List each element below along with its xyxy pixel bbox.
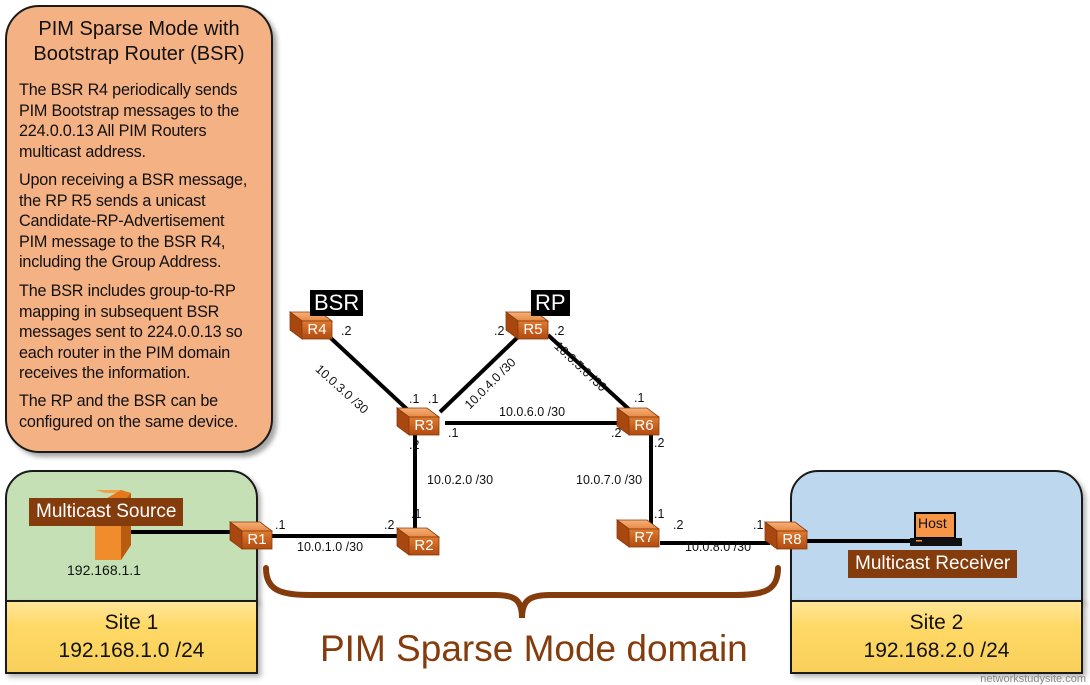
if-r5-right: .2 xyxy=(554,324,565,338)
info-line: PIM Bootstrap messages to the xyxy=(19,101,240,120)
info-line: configured on the same device. xyxy=(19,412,238,431)
router-label-r8: R8 xyxy=(782,531,802,548)
info-line: Candidate-RP-Advertisement xyxy=(19,212,225,230)
router-label-r1: R1 xyxy=(247,531,267,548)
info-title: PIM Sparse Mode with Bootstrap Router (B… xyxy=(7,17,271,67)
link-r3-r4 xyxy=(318,326,412,414)
if-r3-to-r2: .2 xyxy=(409,438,420,452)
multicast-source-label: Multicast Source xyxy=(29,498,184,526)
watermark: networkstudysite.com xyxy=(980,673,1086,685)
if-r6-to-r5: .1 xyxy=(634,391,645,405)
info-line: PIM message to the BSR R4, xyxy=(19,232,226,251)
if-r3-to-r5: .1 xyxy=(428,392,439,406)
link-label-r2-r3: 10.0.2.0 /30 xyxy=(427,473,494,487)
info-paragraph: Upon receiving a BSR message, the RP R5 … xyxy=(19,170,271,273)
bsr-badge: BSR xyxy=(310,290,364,316)
if-r3-to-r4: .1 xyxy=(409,392,420,406)
if-r7-to-r8: .2 xyxy=(673,518,684,532)
info-line: the RP R5 sends a unicast xyxy=(19,191,206,210)
link-r3-r5 xyxy=(438,333,522,414)
source-ip: 192.168.1.1 xyxy=(67,562,141,578)
link-label-r7-r8: 10.0.8.0 /30 xyxy=(685,540,752,554)
host-label: Host xyxy=(918,515,947,531)
site1-name: Site 1 xyxy=(104,611,159,634)
router-r3-icon xyxy=(395,407,441,436)
if-r6-to-r7: .2 xyxy=(654,436,665,450)
info-line: multicast address. xyxy=(19,142,146,161)
info-line: each router in the PIM domain xyxy=(19,343,231,362)
host-laptop-icon xyxy=(910,512,962,546)
link-label-r6-r7: 10.0.7.0 /30 xyxy=(576,473,643,487)
link-label-r1-r2: 10.0.1.0 /30 xyxy=(297,540,364,554)
if-r2-to-r1: .2 xyxy=(384,518,395,532)
info-title-line: Bootstrap Router (BSR) xyxy=(33,43,245,65)
info-line: The BSR R4 periodically sends xyxy=(19,81,238,99)
router-r5-icon xyxy=(504,311,550,340)
info-paragraph: The BSR includes group-to-RP mapping in … xyxy=(19,281,271,384)
info-line: mapping in subsequent BSR xyxy=(19,302,220,321)
router-label-r4: R4 xyxy=(307,321,327,338)
info-line: 224.0.0.13 All PIM Routers xyxy=(19,122,207,140)
info-line: The RP and the BSR can be xyxy=(19,392,218,410)
info-line: messages sent to 224.0.0.13 so xyxy=(19,323,243,341)
info-line: receives the information. xyxy=(19,364,191,382)
router-label-r7: R7 xyxy=(634,529,654,546)
if-r7-to-r6: .1 xyxy=(654,507,665,521)
router-r7-icon xyxy=(615,519,661,548)
rp-badge: RP xyxy=(531,290,570,316)
router-r1-icon xyxy=(228,521,274,550)
router-label-r5: R5 xyxy=(523,321,543,338)
info-line: including the Group Address. xyxy=(19,253,222,271)
info-line: Upon receiving a BSR message, xyxy=(19,171,248,189)
if-r6-to-r3: .2 xyxy=(611,426,622,440)
if-r2-to-r3: .1 xyxy=(411,507,422,521)
domain-brace xyxy=(263,565,781,619)
info-box: PIM Sparse Mode with Bootstrap Router (B… xyxy=(5,5,273,453)
domain-label: PIM Sparse Mode domain xyxy=(320,628,748,669)
multicast-receiver-label: Multicast Receiver xyxy=(848,550,1018,578)
link-r5-r6 xyxy=(546,333,634,414)
router-r8-icon xyxy=(763,521,809,550)
router-r6-icon xyxy=(615,407,661,436)
link-label-r3-r6: 10.0.6.0 /30 xyxy=(499,405,566,419)
info-title-line: PIM Sparse Mode with xyxy=(38,18,240,40)
site2-label: Site 2 192.168.2.0 /24 xyxy=(790,600,1083,674)
info-line: The BSR includes group-to-RP xyxy=(19,282,236,300)
router-r2-icon xyxy=(395,527,441,556)
router-label-r3: R3 xyxy=(414,417,434,434)
info-paragraph: The BSR R4 periodically sends PIM Bootst… xyxy=(19,80,271,162)
site1-label: Site 1 192.168.1.0 /24 xyxy=(5,600,258,674)
if-r1: .1 xyxy=(275,518,286,532)
site2-subnet: 192.168.2.0 /24 xyxy=(863,639,1010,662)
router-label-r6: R6 xyxy=(634,417,654,434)
if-r5-left: .2 xyxy=(494,324,505,338)
router-label-r2: R2 xyxy=(414,537,434,554)
info-paragraph: The RP and the BSR can be configured on … xyxy=(19,391,271,432)
if-r8: .1 xyxy=(753,518,764,532)
site1-subnet: 192.168.1.0 /24 xyxy=(58,639,205,662)
site2-name: Site 2 xyxy=(909,611,964,634)
if-r4: .2 xyxy=(341,324,352,338)
if-r3-to-r6: .1 xyxy=(448,426,459,440)
